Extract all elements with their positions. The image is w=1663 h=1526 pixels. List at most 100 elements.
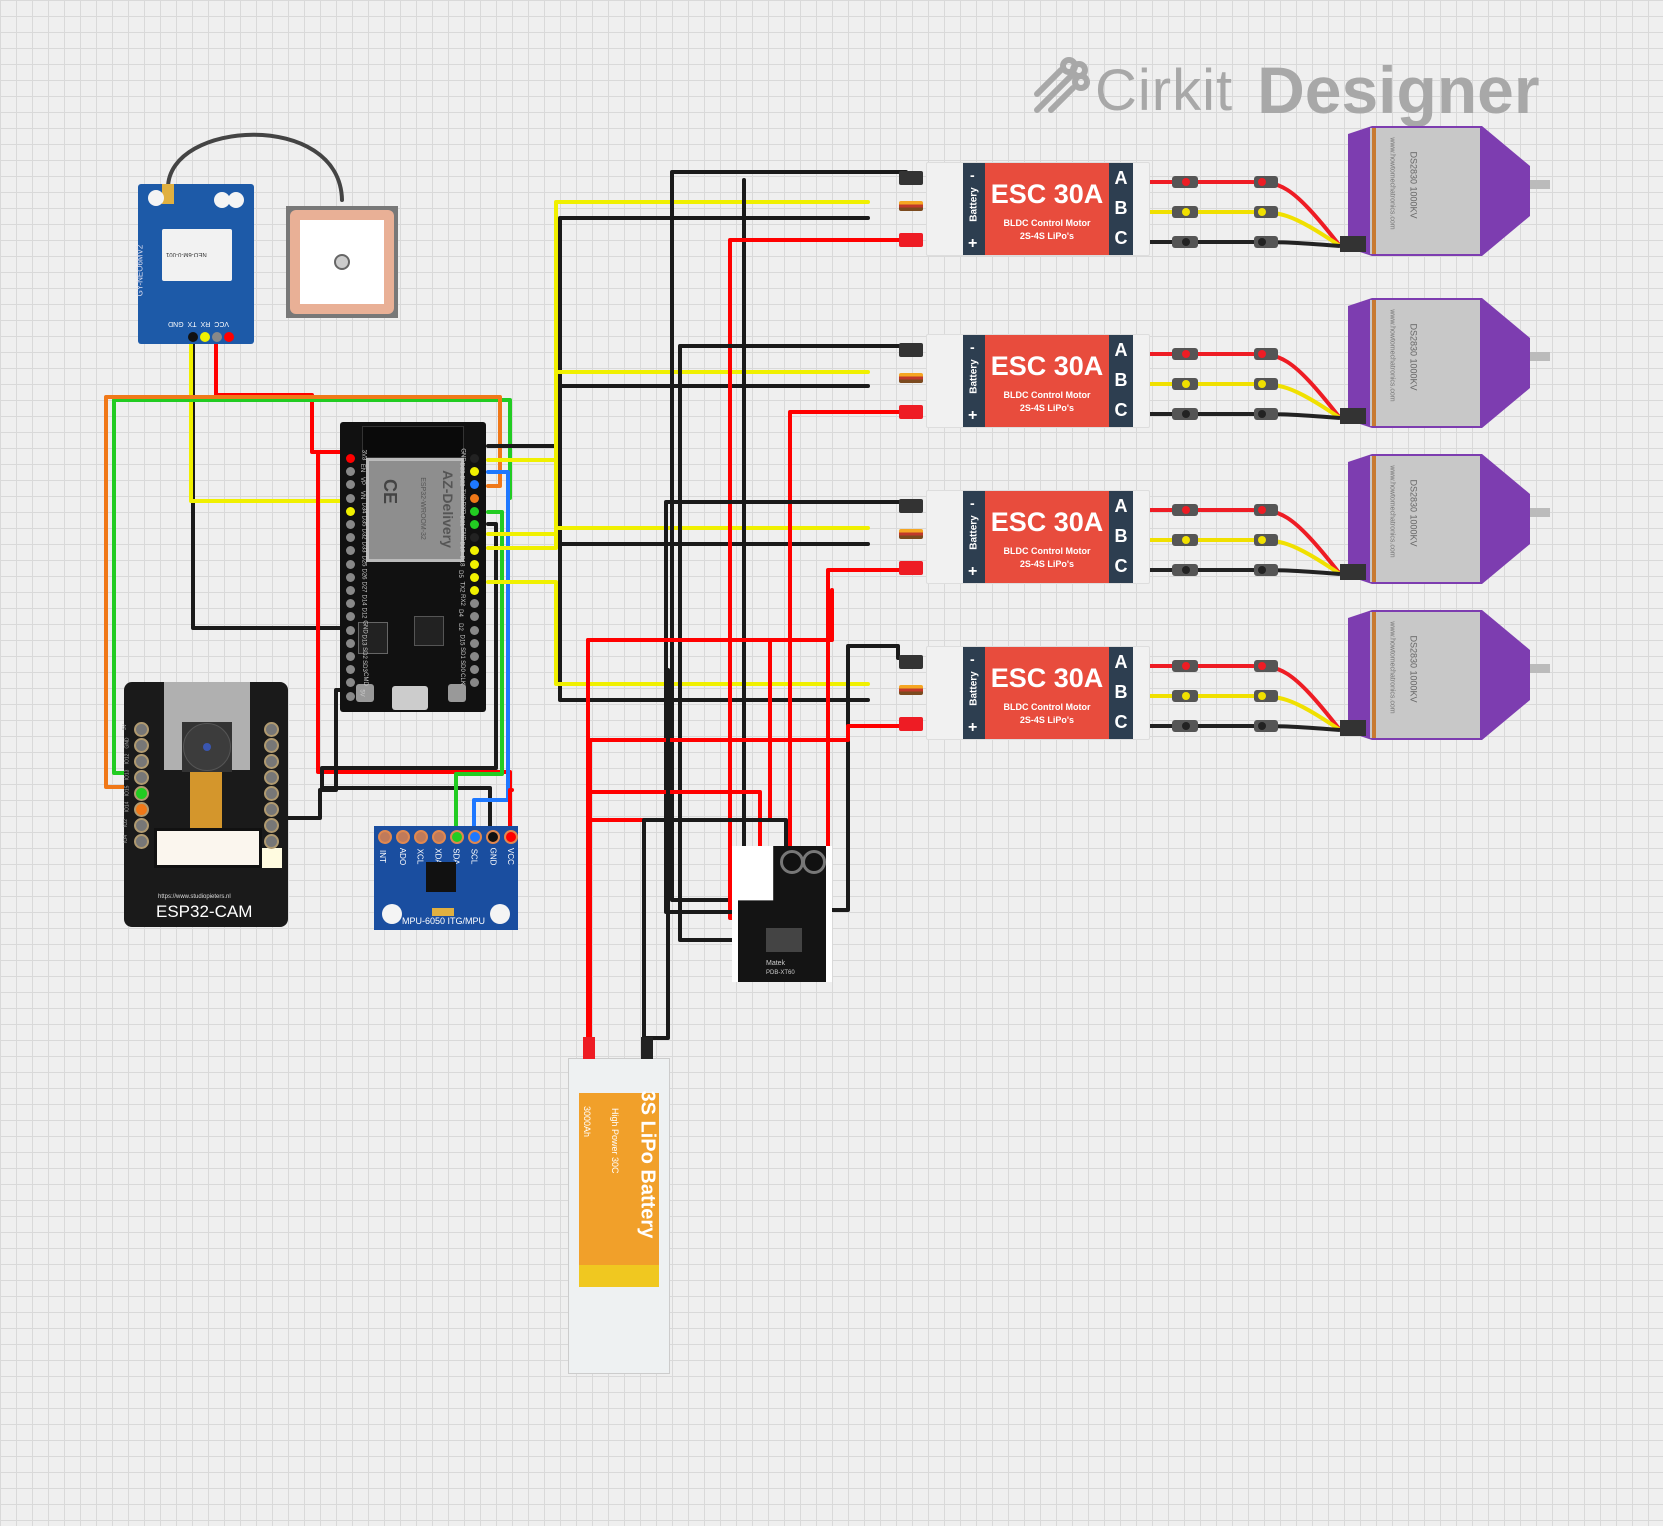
- esc-battery-pos-plug[interactable]: [899, 233, 923, 247]
- esp32-pin-label: D14: [360, 594, 367, 606]
- mpu-pin-int[interactable]: [378, 830, 392, 844]
- esp32-pin-txd[interactable]: [470, 493, 479, 503]
- cam-pin-io4[interactable]: [134, 834, 149, 849]
- esc-battery-pos-plug[interactable]: [899, 561, 923, 575]
- cam-right-pin[interactable]: [264, 818, 279, 833]
- esp32-pin-d12[interactable]: [346, 612, 355, 622]
- esp32-pin-sd1[interactable]: [470, 652, 479, 661]
- esp32-pin-d33[interactable]: [346, 546, 355, 556]
- cam-right-pin[interactable]: [264, 786, 279, 801]
- esc-2[interactable]: - Battery + ESC 30A BLDC Control Motor 2…: [899, 334, 1150, 428]
- esp32-pin-gnd[interactable]: [470, 454, 479, 463]
- esc-signal-plug[interactable]: [899, 201, 923, 211]
- esp32-pin-5v[interactable]: [346, 691, 355, 701]
- esp32-pin-sd3[interactable]: [346, 665, 355, 675]
- esc-battery-neg-plug[interactable]: [899, 171, 923, 185]
- esc-battery-neg-plug[interactable]: [899, 499, 923, 513]
- esp32-pin-gnd[interactable]: [346, 625, 355, 635]
- mpu-pin-ado[interactable]: [396, 830, 410, 844]
- esp32-pin-vp[interactable]: [346, 480, 355, 490]
- mpu-pin-scl[interactable]: [468, 830, 482, 844]
- esp32-pin-clk[interactable]: [470, 678, 479, 688]
- mpu-pin-sda[interactable]: [450, 830, 464, 844]
- esp32-pin-d19[interactable]: [470, 546, 479, 556]
- cam-pin-io14[interactable]: [134, 802, 149, 817]
- power-distribution-board[interactable]: Matek PDB-XT60: [732, 846, 832, 982]
- mpu-pin-xcl[interactable]: [414, 830, 428, 844]
- esc-battery-neg-plug[interactable]: [899, 343, 923, 357]
- esc-battery-neg-plug[interactable]: [899, 655, 923, 669]
- esp32-pin-cmd[interactable]: [346, 678, 355, 688]
- esp32-pin-d2[interactable]: [470, 625, 479, 635]
- cam-pin-gnd[interactable]: [134, 738, 149, 753]
- esp32-pin-d27[interactable]: [346, 586, 355, 595]
- esp32-pin-d15[interactable]: [470, 638, 479, 648]
- motor-3[interactable]: DS2830 1000KV www.howtomechatronics.com: [1150, 454, 1550, 584]
- cam-right-pin[interactable]: [264, 802, 279, 817]
- esp32-pin-label: SD1: [458, 647, 465, 659]
- esp32-pin-d14[interactable]: [346, 599, 355, 609]
- esc-3[interactable]: - Battery + ESC 30A BLDC Control Motor 2…: [899, 490, 1150, 584]
- esp32-pin-gnd[interactable]: [470, 533, 479, 543]
- cam-pin-5v[interactable]: [134, 722, 149, 737]
- cam-right-pin[interactable]: [264, 738, 279, 753]
- lipo-battery[interactable]: 3S LiPo Battery High Power 30C 3000Ah: [568, 1037, 670, 1374]
- esp32-pin-d18[interactable]: [470, 559, 479, 569]
- mpu-pin-vcc[interactable]: [504, 830, 518, 844]
- cam-pin-io15[interactable]: [134, 786, 149, 801]
- esp32-pin-vn[interactable]: [346, 493, 355, 503]
- esp32-pin-rxd[interactable]: [470, 506, 479, 516]
- motor-1[interactable]: DS2830 1000KV www.howtomechatronics.com: [1150, 126, 1550, 256]
- esc-battery-pos-plug[interactable]: [899, 717, 923, 731]
- esc-4[interactable]: - Battery + ESC 30A BLDC Control Motor 2…: [899, 646, 1150, 740]
- mpu-pin-gnd[interactable]: [486, 830, 500, 844]
- esp32-pin-d26[interactable]: [346, 572, 355, 582]
- esp32-pin-d4[interactable]: [470, 612, 479, 622]
- esp32-pin-sd0[interactable]: [470, 665, 479, 675]
- cam-right-pin[interactable]: [264, 834, 279, 849]
- esp32-pin-d32[interactable]: [346, 533, 355, 543]
- gps-pin-rx[interactable]: [212, 332, 222, 342]
- battery-lead-pos[interactable]: [583, 1037, 595, 1059]
- esp32-pin-d13[interactable]: [346, 638, 355, 648]
- esp32-pin-d34[interactable]: [346, 506, 355, 516]
- gps-module[interactable]: NEO-6M-0-001 GY-NEO6MV2 VCC RX TX GND: [135, 184, 254, 344]
- esp32-pin-en[interactable]: [346, 467, 355, 477]
- esc-signal-plug[interactable]: [899, 685, 923, 695]
- esp32-pin-d22[interactable]: [470, 480, 479, 490]
- esp32-pin-3v3[interactable]: [346, 454, 355, 463]
- usb-port[interactable]: [392, 686, 428, 710]
- cam-pin-io13[interactable]: [134, 770, 149, 785]
- gps-pin-vcc[interactable]: [224, 332, 234, 342]
- mpu-pin-xda[interactable]: [432, 830, 446, 844]
- esp32-pin-rx2[interactable]: [470, 599, 479, 609]
- battery-lead-neg[interactable]: [641, 1037, 653, 1059]
- esp32-pin-tx2[interactable]: [470, 586, 479, 595]
- esp32-pin-d35[interactable]: [346, 520, 355, 529]
- esc-battery-pos-plug[interactable]: [899, 405, 923, 419]
- esc-signal-plug[interactable]: [899, 529, 923, 539]
- gps-pin-tx[interactable]: [200, 332, 210, 342]
- cam-right-pin[interactable]: [264, 754, 279, 769]
- gps-patch-antenna[interactable]: [286, 206, 398, 318]
- esp32-pin-d23[interactable]: [470, 467, 479, 477]
- esc-signal-plug[interactable]: [899, 373, 923, 383]
- cam-right-pin[interactable]: [264, 722, 279, 737]
- gps-pin-gnd[interactable]: [188, 332, 198, 342]
- cam-right-pin[interactable]: [264, 770, 279, 785]
- motor-2[interactable]: DS2830 1000KV www.howtomechatronics.com: [1150, 298, 1550, 428]
- esp32-pin-sd2[interactable]: [346, 652, 355, 661]
- esc-1[interactable]: - Battery + ESC 30A BLDC Control Motor 2…: [899, 162, 1150, 256]
- motor-4[interactable]: DS2830 1000KV www.howtomechatronics.com: [1150, 610, 1550, 740]
- cam-pin-io2[interactable]: [134, 818, 149, 833]
- esp32-pin-d5[interactable]: [470, 572, 479, 582]
- usb-chip: [414, 616, 444, 646]
- esp32-pin-d25[interactable]: [346, 559, 355, 569]
- esp32-pin-d21[interactable]: [470, 520, 479, 529]
- boot-button[interactable]: [448, 684, 466, 702]
- cam-pin-io12[interactable]: [134, 754, 149, 769]
- esp32-pin-label: 3V3: [360, 449, 367, 461]
